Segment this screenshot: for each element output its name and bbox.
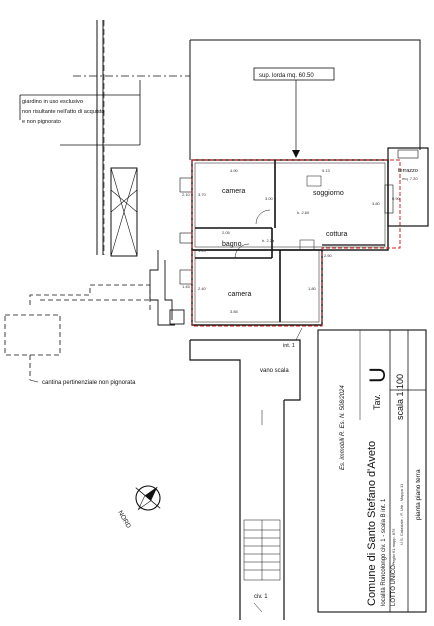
- terrace-label: terrazzo: [398, 168, 418, 174]
- stair-steps: [244, 520, 280, 580]
- dimension: 1.80: [308, 286, 317, 291]
- dimension: 2.05: [222, 230, 231, 235]
- title-tav-value: U: [365, 367, 390, 383]
- title-block: [317, 329, 427, 613]
- civ-label: civ. 1: [254, 594, 268, 600]
- room-camera-top: camera: [222, 188, 245, 195]
- dimension: 5.13: [322, 168, 331, 173]
- int-label: int. 1: [283, 343, 295, 349]
- dimension: 1.25: [198, 248, 207, 253]
- stairwell: [189, 339, 301, 620]
- garden-note-line-3: e non pignorato: [22, 119, 61, 125]
- title-pianta: pianta piano terra: [415, 469, 422, 520]
- dimension: 3.00: [265, 196, 274, 201]
- dimension: 2.50: [324, 253, 333, 258]
- garden-boundary: [19, 39, 421, 160]
- room-soggiorno: soggiorno: [313, 190, 344, 197]
- adjacent-structure: [149, 250, 185, 326]
- title-lotto: LOTTO UNICO -: [391, 561, 397, 606]
- dimension: 3.80: [372, 201, 381, 206]
- room-cottura: cottura: [326, 231, 348, 238]
- dimension: 3.70: [198, 192, 207, 197]
- garden-note: giardino in uso esclusivo non risultante…: [22, 99, 105, 125]
- room-camera-bottom: camera: [228, 291, 251, 298]
- dimension: 3.85: [230, 309, 239, 314]
- north-arrow-icon: [135, 485, 161, 511]
- dimension: 1.45: [182, 284, 191, 289]
- title-block-text: Es. immobili R. Es. N. 508/2024 Comune d…: [340, 367, 422, 606]
- north-label: NORD: [116, 510, 132, 530]
- title-line-1: Es. immobili R. Es. N. 508/2024: [340, 385, 346, 470]
- garden-note-line-1: giardino in uso esclusivo: [22, 99, 83, 105]
- surface-label: sup. lorda mq. 60.50: [259, 73, 314, 79]
- cantina-label: cantina pertinenziale non pignorata: [42, 380, 136, 386]
- garden-note-line-2: non risultante nell'atto di acquisto: [22, 109, 105, 115]
- title-localita: località Roncolongo civ. 1 - scala B int…: [381, 498, 387, 606]
- cantina-area: [4, 284, 151, 380]
- terrace: terrazzo mq. 7.20: [387, 147, 429, 227]
- vano-scala-label: vano scala: [260, 368, 289, 374]
- left-column: [96, 20, 138, 257]
- dimension: 2.40: [198, 286, 207, 291]
- ceiling-height: h. 2.60: [297, 210, 310, 215]
- dimension-labels: 4.90 5.13 2.05 3.85 2.50 3.70 1.25 0.90 …: [182, 168, 401, 314]
- title-catasto: U.S. Catastale - P. Urb - Mappa 11: [399, 483, 404, 545]
- apartment-walls: [179, 159, 394, 326]
- dimension: 2.10: [182, 192, 191, 197]
- dimension: 4.90: [230, 168, 239, 173]
- dimension: 0.90: [392, 196, 401, 201]
- title-tav-label: Tav.: [372, 394, 382, 410]
- room-bagno: bagno: [222, 241, 242, 248]
- terrace-area: mq. 7.20: [402, 176, 418, 181]
- surface-callout: sup. lorda mq. 60.50: [253, 67, 335, 158]
- title-scala: scala 1:100: [395, 374, 405, 420]
- bagno-height: h. 2.2a: [262, 238, 275, 243]
- title-comune: Comune di Santo Stefano d'Aveto: [366, 441, 378, 606]
- title-foglio: Foglio 61 mapp. 875: [391, 528, 396, 565]
- property-boundary: [191, 159, 401, 327]
